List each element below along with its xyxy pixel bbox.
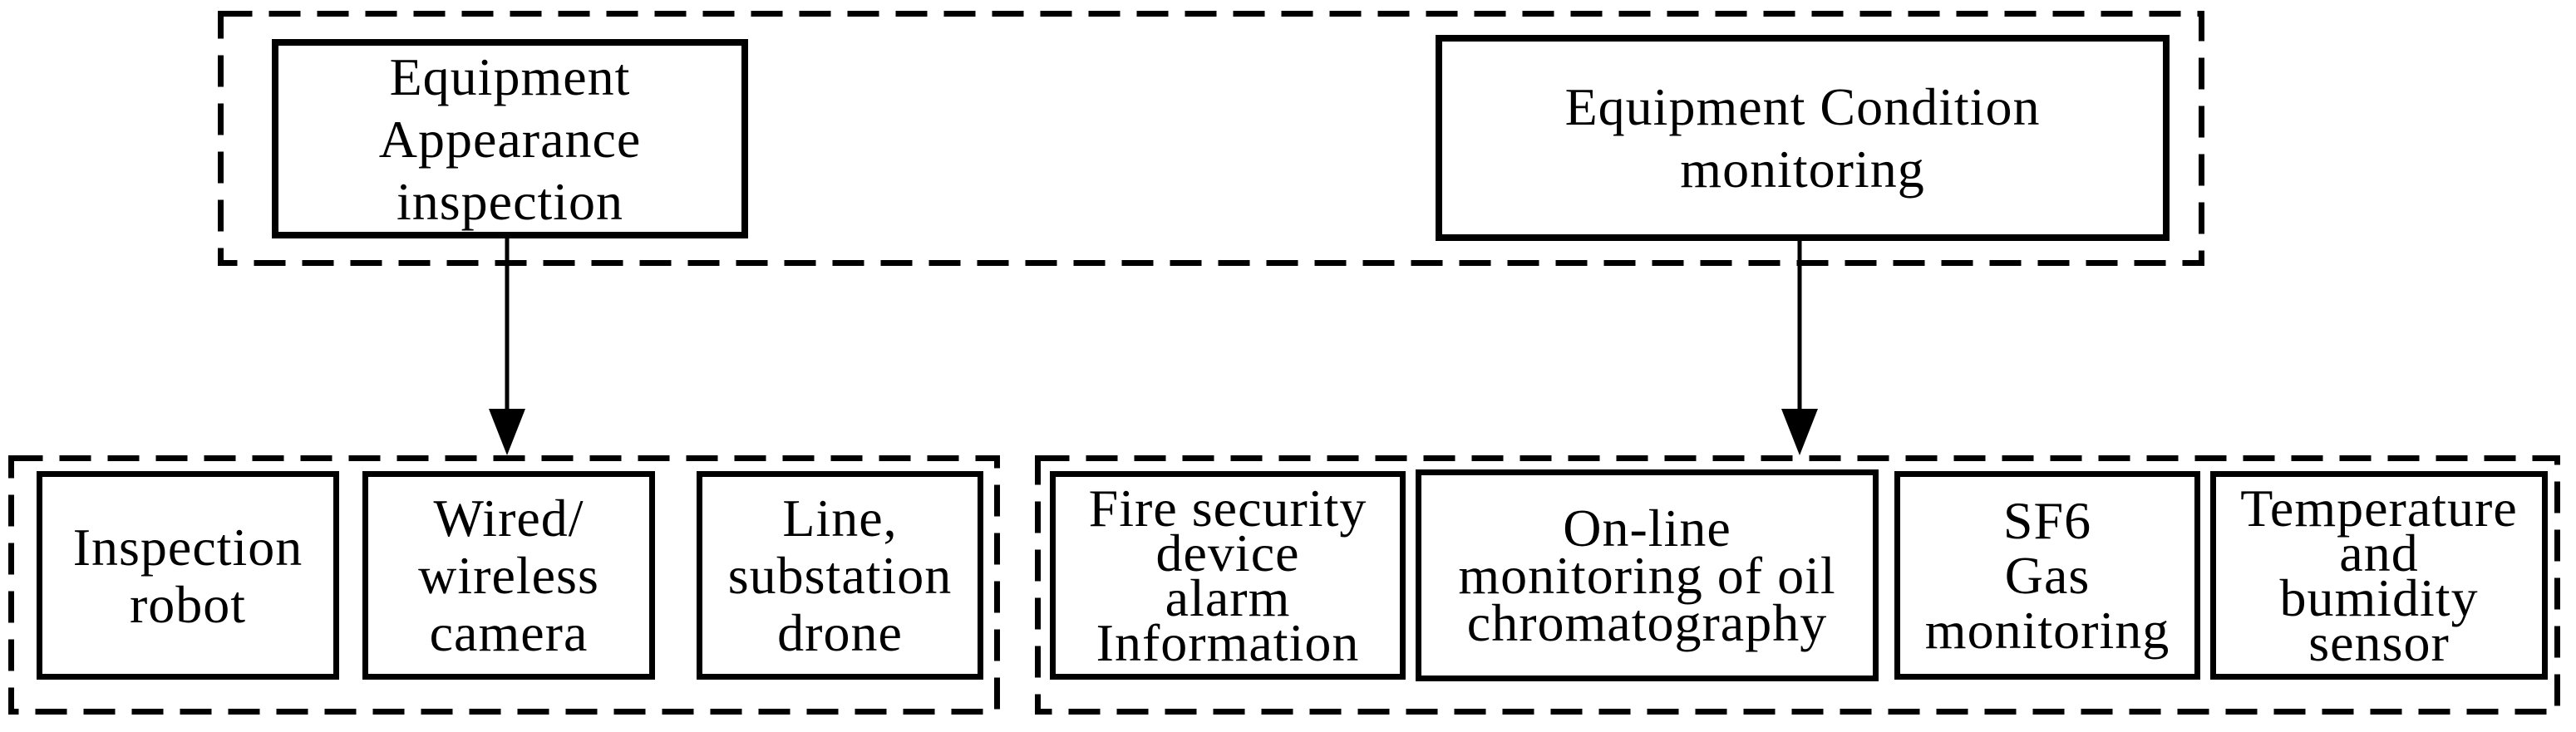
inspection-robot-box: Inspection robot — [37, 471, 339, 680]
wired-wireless-camera-box: Wired/ wireless camera — [362, 471, 655, 680]
fire-security-alarm-label: Fire security device alarm Information — [1088, 478, 1367, 672]
equipment-condition-monitoring-box: Equipment Condition monitoring — [1436, 35, 2170, 241]
equipment-condition-monitoring-label: Equipment Condition monitoring — [1564, 77, 2041, 199]
wired-wireless-camera-label: Wired/ wireless camera — [418, 489, 599, 662]
arrowhead-icon — [489, 409, 525, 455]
equipment-appearance-inspection-label: Equipment Appearance inspection — [378, 47, 642, 231]
line-substation-drone-box: Line, substation drone — [697, 471, 983, 680]
oil-chromatography-monitoring-box: On-line monitoring of oil chromatography — [1416, 469, 1879, 681]
inspection-robot-label: Inspection robot — [72, 517, 303, 634]
sf6-gas-monitoring-label: SF6 Gas monitoring — [1924, 490, 2170, 660]
temperature-humidity-sensor-label: Temperature and bumidity sensor — [2240, 478, 2518, 672]
temperature-humidity-sensor-box: Temperature and bumidity sensor — [2210, 471, 2548, 680]
arrowhead-icon — [1781, 409, 1818, 455]
fire-security-alarm-box: Fire security device alarm Information — [1050, 471, 1406, 680]
arrow-condition-to-devices — [1781, 241, 1818, 455]
top-group-dashed-border — [218, 11, 2204, 266]
appearance-devices-group-dashed-border — [8, 455, 1000, 715]
line-substation-drone-label: Line, substation drone — [727, 489, 953, 662]
sf6-gas-monitoring-box: SF6 Gas monitoring — [1894, 471, 2200, 680]
arrow-appearance-to-devices — [489, 238, 525, 455]
condition-devices-group-dashed-border — [1035, 455, 2560, 715]
equipment-appearance-inspection-box: Equipment Appearance inspection — [272, 39, 748, 238]
oil-chromatography-monitoring-label: On-line monitoring of oil chromatography — [1458, 499, 1836, 652]
